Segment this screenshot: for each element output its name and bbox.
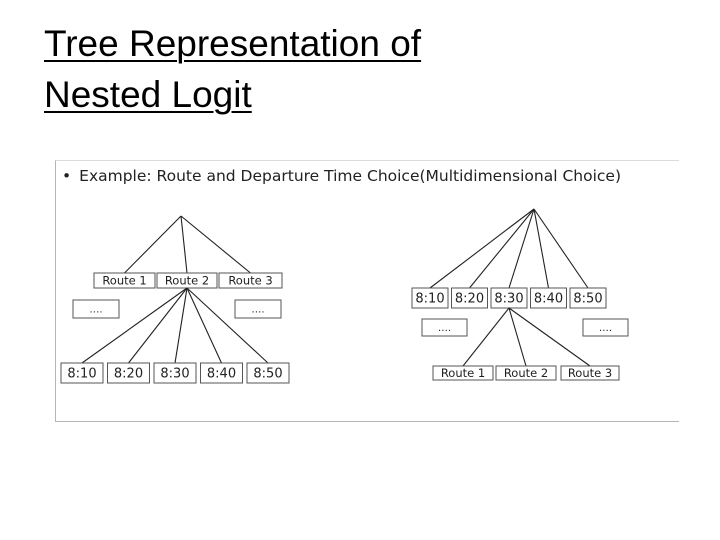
left-placeholder-1: …. [72, 299, 120, 319]
left-placeholder-2-box [234, 299, 282, 319]
left-leaf-node-3-label: 8:30 [160, 367, 189, 382]
edge-nest-to-time-1 [81, 287, 188, 364]
left-leaf-node-2-label: 8:20 [114, 367, 143, 382]
right-nest-node-5-label: 8:50 [573, 292, 602, 307]
right-tree: 8:10 8:20 8:30 8:40 8:50 …. …. Route 1 Route 2 Ro… [411, 208, 629, 381]
right-leaf-node-3: Route 3 [560, 365, 620, 381]
left-tree: Route 1 Route 2 Route 3 …. …. 8:10 8:20 8:30 8:4… [60, 215, 290, 384]
edge-root-to-5 [533, 208, 589, 289]
right-leaf-node-1-label: Route 1 [441, 366, 485, 380]
left-leaf-node-4-label: 8:40 [207, 367, 236, 382]
edge-root-to-1 [429, 208, 535, 289]
right-leaf-node-2-box [495, 365, 557, 381]
edge-nest-to-time-5 [186, 287, 269, 364]
left-leaf-node-4-box [200, 362, 243, 384]
right-nest-node-4: 8:40 [530, 287, 567, 309]
right-leaf-node-3-label: Route 3 [568, 366, 612, 380]
left-leaf-node-1: 8:10 [60, 362, 104, 384]
edge-nest-to-route-2 [508, 307, 527, 367]
page-title-line-1: Tree Representation of [44, 23, 422, 64]
edge-nest-to-time-3 [174, 287, 188, 364]
left-nest-node-1-box [93, 272, 156, 289]
edge-root-to-1 [124, 215, 182, 274]
edge-root-to-2 [180, 215, 188, 274]
left-leaf-node-2: 8:20 [107, 362, 150, 384]
right-leaf-node-1: Route 1 [432, 365, 494, 381]
figure-heading-text: Example: Route and Departure Time Choice… [79, 167, 621, 185]
right-nest-node-2-label: 8:20 [455, 292, 484, 307]
edge-root-to-3 [180, 215, 251, 274]
page-title-line-2: Nested Logit [44, 74, 252, 115]
right-nest-node-2: 8:20 [451, 287, 488, 309]
edge-nest-to-time-4 [186, 287, 222, 364]
edge-nest-to-route-1 [462, 307, 510, 367]
left-leaf-node-5-label: 8:50 [253, 367, 282, 382]
right-placeholder-2: …. [582, 318, 629, 337]
left-nest-node-3: Route 3 [218, 272, 283, 289]
left-nest-node-2-label: Route 2 [165, 274, 209, 288]
right-nest-node-1: 8:10 [411, 287, 449, 309]
left-placeholder-2: …. [234, 299, 282, 319]
left-nest-node-3-label: Route 3 [228, 274, 272, 288]
edge-root-to-3 [508, 208, 535, 289]
left-nest-node-1-label: Route 1 [102, 274, 146, 288]
bullet-icon: • [62, 167, 72, 185]
left-nest-node-2: Route 2 [156, 272, 218, 289]
right-nest-node-5: 8:50 [569, 287, 607, 309]
left-leaf-node-4: 8:40 [200, 362, 243, 384]
right-placeholder-1: …. [421, 318, 468, 337]
right-nest-node-2-box [451, 287, 488, 309]
left-leaf-node-3-box [153, 362, 197, 384]
left-leaf-node-5-box [246, 362, 290, 384]
page-title: Tree Representation of Nested Logit [44, 18, 684, 120]
edge-nest-to-route-3 [508, 307, 591, 367]
left-nest-node-1: Route 1 [93, 272, 156, 289]
right-placeholder-2-box [582, 318, 629, 337]
left-leaf-node-3: 8:30 [153, 362, 197, 384]
left-placeholder-1-label: …. [89, 305, 102, 316]
right-nest-node-4-box [530, 287, 567, 309]
edge-root-to-4 [533, 208, 550, 289]
right-placeholder-1-label: …. [438, 323, 451, 334]
right-placeholder-2-label: …. [599, 323, 612, 334]
left-placeholder-1-box [72, 299, 120, 319]
right-placeholder-1-box [421, 318, 468, 337]
right-nest-node-1-box [411, 287, 449, 309]
right-nest-node-3-label: 8:30 [494, 292, 523, 307]
right-nest-node-3: 8:30 [490, 287, 528, 309]
right-leaf-node-2: Route 2 [495, 365, 557, 381]
edge-root-to-2 [469, 208, 535, 289]
edge-nest-to-time-2 [128, 287, 188, 364]
left-leaf-node-1-box [60, 362, 104, 384]
right-leaf-node-3-box [560, 365, 620, 381]
right-leaf-node-2-label: Route 2 [504, 366, 548, 380]
left-leaf-node-2-box [107, 362, 150, 384]
left-placeholder-2-label: …. [251, 305, 264, 316]
left-leaf-node-1-label: 8:10 [67, 367, 96, 382]
left-leaf-node-5: 8:50 [246, 362, 290, 384]
right-leaf-node-1-box [432, 365, 494, 381]
tree-diagram-figure: • Example: Route and Departure Time Choic… [55, 160, 679, 422]
left-nest-node-3-box [218, 272, 283, 289]
right-nest-node-1-label: 8:10 [415, 292, 444, 307]
right-nest-node-4-label: 8:40 [534, 292, 563, 307]
figure-heading: • Example: Route and Departure Time Choic… [62, 167, 674, 185]
tree-diagram-svg: Route 1 Route 2 Route 3 …. …. 8:10 8:20 8:30 8:4… [60, 208, 629, 384]
right-nest-node-5-box [569, 287, 607, 309]
